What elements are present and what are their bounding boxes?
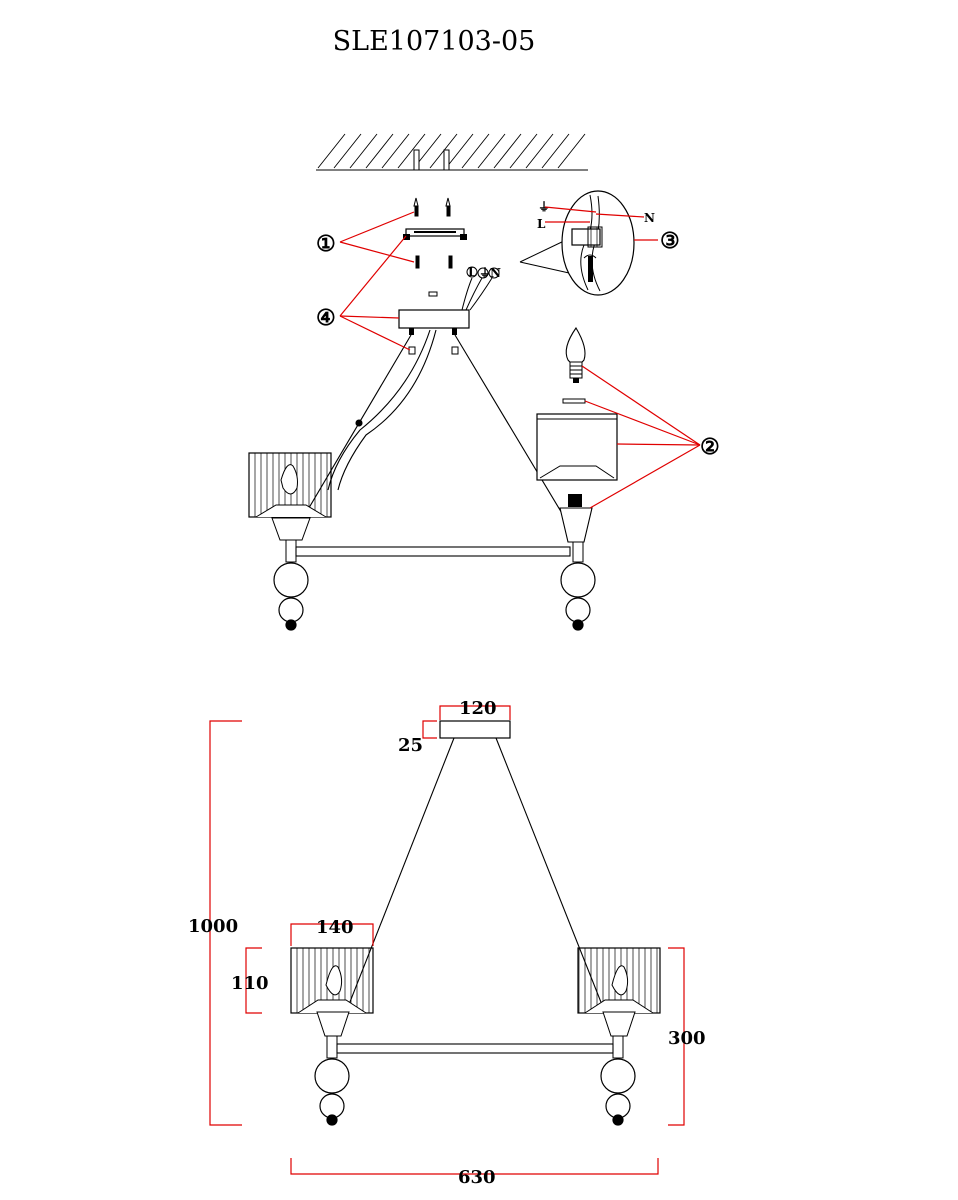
candle-bulb [565,326,586,383]
ground-symbol: ⏚ [538,200,550,214]
dimension-lines [209,705,685,1175]
canopy [398,309,470,329]
wire-label-n: N [644,211,655,225]
ball-finials-lower [314,1058,636,1126]
dim-shade-width: 140 [316,917,354,938]
crossbar-upper [295,546,571,557]
suspension-cords [289,329,579,541]
right-stem-upper [572,541,584,563]
mounting-screws [413,197,453,269]
shade-ring [562,398,586,404]
dim-total-height: 1000 [188,916,238,937]
ceiling-hatch [316,133,588,171]
terminal-block: L ⏚ N [461,265,501,311]
dim-total-width: 630 [458,1167,496,1188]
cap-left [408,346,416,355]
callout-4: ④ [316,305,336,331]
callout-3: ③ [660,228,680,254]
small-nut-icon [428,291,438,297]
left-shade-upper [248,452,332,563]
terminal-n-label: N [490,266,501,280]
crossbar-lower [336,1043,614,1054]
product-code-title: SLE107103-05 [332,26,536,57]
wire-label-l: L [537,217,546,231]
canopy-nut-left [409,328,414,335]
left-shade-lower [290,947,374,1059]
mounting-bracket [403,228,467,240]
dim-body-height: 300 [668,1028,706,1049]
right-shade-lower [577,947,661,1059]
callout-2: ② [700,434,720,460]
wiring-detail-inset: ⏚ L N [519,190,655,296]
terminal-ground-label: ⏚ [479,266,491,280]
callout-1: ① [316,231,336,257]
suspension-rods-dim-view [332,737,619,1046]
socket [568,494,582,507]
ball-finials-upper [273,562,596,631]
terminal-l-label: L [468,265,477,279]
right-cup [559,507,593,543]
canopy-dim-view [439,720,511,739]
dim-canopy-width: 120 [459,698,497,719]
dim-canopy-height: 25 [398,735,423,756]
right-shade-exploded [536,413,618,481]
leader-lines [339,206,701,509]
cap-right [451,346,459,355]
dim-shade-height: 110 [231,973,269,994]
canopy-nut-right [452,328,457,335]
